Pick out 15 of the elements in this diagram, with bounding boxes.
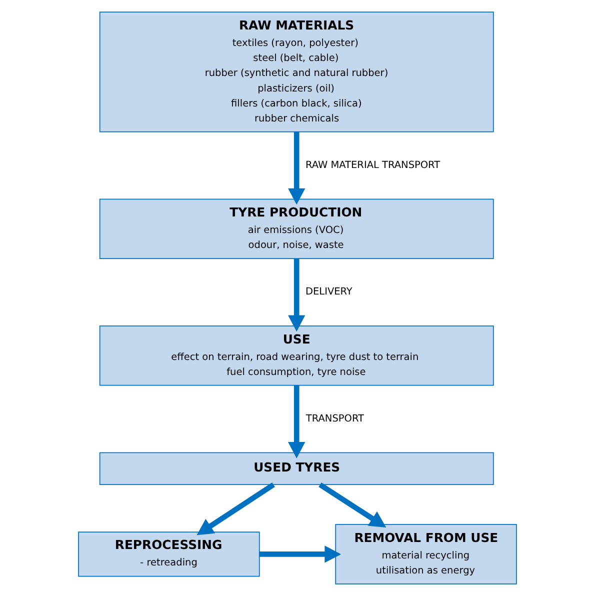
arrow — [260, 546, 342, 563]
edge-label: TRANSPORT — [306, 413, 364, 424]
edge-label: RAW MATERIAL TRANSPORT — [305, 160, 440, 171]
arrow — [318, 482, 386, 528]
node-box: RAW MATERIALS textiles (rayon, polyester) steel (belt, cable) rubber (synthetic and natural rubber) plasticizers (oil) fillers (carbon black, silica) rubber chemicals — [99, 12, 494, 132]
node-box: REMOVAL FROM USE material recycling utilisation as energy — [335, 524, 517, 584]
arrow — [288, 385, 306, 458]
node-box: REPROCESSING - retreading — [78, 532, 260, 577]
edge-label: DELIVERY — [305, 286, 352, 298]
arrow — [288, 132, 306, 205]
arrow — [288, 258, 306, 332]
node-box: USED TYRES — [99, 452, 494, 486]
node-box: USE effect on terrain, road wearing, tyre dust to terrain fuel consumption, tyre noise — [99, 325, 494, 386]
arrow — [196, 482, 275, 536]
node-box: TYRE PRODUCTION air emissions (VOC) odour, noise, waste — [99, 198, 494, 259]
